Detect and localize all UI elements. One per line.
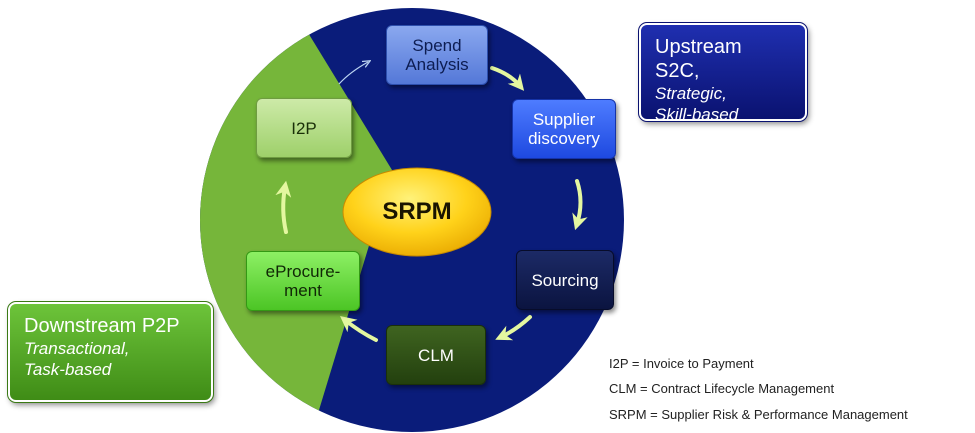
upstream-title: Upstream S2C, [655, 36, 742, 82]
i2p-label: I2P [291, 118, 317, 138]
arrow-i2p-to-spend [338, 62, 368, 85]
legend-i2p: I2P = Invoice to Payment [609, 356, 754, 371]
downstream-title: Downstream P2P [24, 315, 180, 337]
sourcing-label: Sourcing [531, 270, 599, 290]
supplier-discovery-line-2: discovery [528, 129, 600, 148]
upstream-line-2: Skill-based [655, 105, 739, 124]
spend-analysis-line-2: Analysis [405, 55, 469, 74]
eprocurement-line-1: eProcure- [265, 262, 341, 281]
flow-arrows [275, 62, 588, 342]
eprocurement-node: eProcure- ment [246, 251, 360, 311]
upstream-line-1: Strategic, [655, 84, 727, 103]
supplier-discovery-node: Supplier discovery [512, 99, 616, 159]
upstream-s2c-box: Upstream S2C, Strategic, Skill-based [638, 22, 808, 124]
sourcing-node: Sourcing [516, 250, 614, 310]
downstream-p2p-box: Downstream P2P Transactional, Task-based [7, 301, 214, 403]
arrow-eprocurement-to-i2p [275, 180, 292, 234]
srpm-ellipse [342, 167, 492, 257]
downstream-line-2: Task-based [24, 360, 112, 379]
legend-clm: CLM = Contract Lifecycle Management [609, 381, 835, 396]
arrow-supplier-to-sourcing [572, 179, 588, 231]
srpm-label: SRPM [382, 198, 452, 225]
arrow-spend-to-supplier [490, 66, 525, 91]
downstream-line-1: Transactional, [24, 339, 130, 358]
arrow-clm-to-eprocurement [340, 316, 378, 342]
arrow-sourcing-to-clm [495, 315, 532, 341]
spend-analysis-node: Spend Analysis [386, 25, 488, 85]
legend-srpm: SRPM = Supplier Risk & Performance Manag… [609, 407, 908, 422]
spend-analysis-line-1: Spend [412, 36, 462, 55]
supplier-discovery-line-1: Supplier [532, 110, 596, 129]
eprocurement-line-2: ment [284, 281, 322, 300]
i2p-node: I2P [256, 98, 352, 158]
clm-label: CLM [418, 345, 454, 365]
clm-node: CLM [386, 325, 486, 385]
